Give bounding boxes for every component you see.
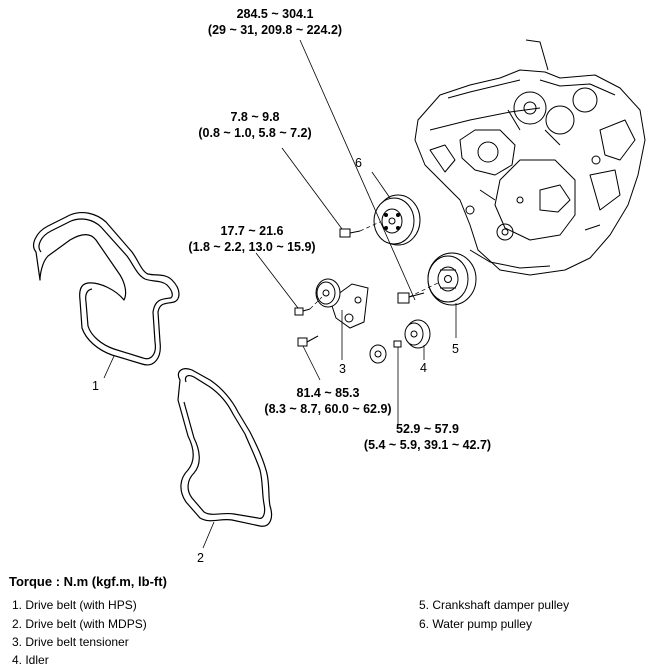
legend-item: 3. Drive belt tensioner — [12, 635, 129, 649]
legend-item: 6. Water pump pulley — [419, 617, 532, 631]
torque-water-pump-bolt: 7.8 ~ 9.8 (0.8 ~ 1.0, 5.8 ~ 7.2) — [185, 109, 325, 141]
torque-idler-bolt: 52.9 ~ 57.9 (5.4 ~ 5.9, 39.1 ~ 42.7) — [345, 421, 510, 453]
callout-1: 1 — [92, 379, 99, 393]
assembly-dashed-lines — [309, 221, 441, 310]
crankshaft-bolt — [397, 292, 425, 304]
drive-belt-1 — [33, 212, 180, 366]
torque-value-alt: (5.4 ~ 5.9, 39.1 ~ 42.7) — [363, 438, 492, 452]
water-pump-pulley — [373, 194, 421, 246]
callout-4: 4 — [420, 361, 427, 375]
torque-value: 284.5 ~ 304.1 — [236, 7, 314, 21]
drive-belt-2 — [177, 368, 273, 527]
callout-2: 2 — [197, 551, 204, 565]
torque-value-alt: (0.8 ~ 1.0, 5.8 ~ 7.2) — [198, 126, 312, 140]
drive-belt-tensioner — [315, 278, 369, 329]
legend-item: 4. Idler — [12, 653, 49, 667]
crankshaft-damper-pulley — [427, 252, 477, 306]
callout-5: 5 — [452, 342, 459, 356]
torque-value: 52.9 ~ 57.9 — [396, 422, 459, 436]
callout-3: 3 — [339, 362, 346, 376]
callout-6: 6 — [355, 156, 362, 170]
legend-item: 2. Drive belt (with MDPS) — [12, 617, 147, 631]
leader-lines — [103, 39, 457, 549]
torque-value: 17.7 ~ 21.6 — [220, 224, 284, 238]
engine-block — [414, 39, 646, 276]
torque-value: 7.8 ~ 9.8 — [230, 110, 280, 124]
torque-tensioner-mount: 81.4 ~ 85.3 (8.3 ~ 8.7, 60.0 ~ 62.9) — [248, 385, 408, 417]
legend-item: 1. Drive belt (with HPS) — [12, 598, 137, 612]
idler-pulley — [369, 319, 431, 364]
torque-value-alt: (8.3 ~ 8.7, 60.0 ~ 62.9) — [264, 402, 392, 416]
torque-value: 81.4 ~ 85.3 — [296, 386, 360, 400]
legend-title: Torque : N.m (kgf.m, lb-ft) — [9, 574, 167, 589]
legend-item: 5. Crankshaft damper pulley — [419, 598, 570, 612]
torque-value-alt: (1.8 ~ 2.2, 13.0 ~ 15.9) — [188, 240, 316, 254]
torque-tensioner-bolt: 17.7 ~ 21.6 (1.8 ~ 2.2, 13.0 ~ 15.9) — [172, 223, 332, 255]
water-pump-bolt — [339, 228, 361, 238]
torque-crankshaft-bolt: 284.5 ~ 304.1 (29 ~ 31, 209.8 ~ 224.2) — [180, 6, 370, 38]
tensioner-bolts — [294, 307, 319, 347]
torque-value-alt: (29 ~ 31, 209.8 ~ 224.2) — [207, 23, 343, 37]
